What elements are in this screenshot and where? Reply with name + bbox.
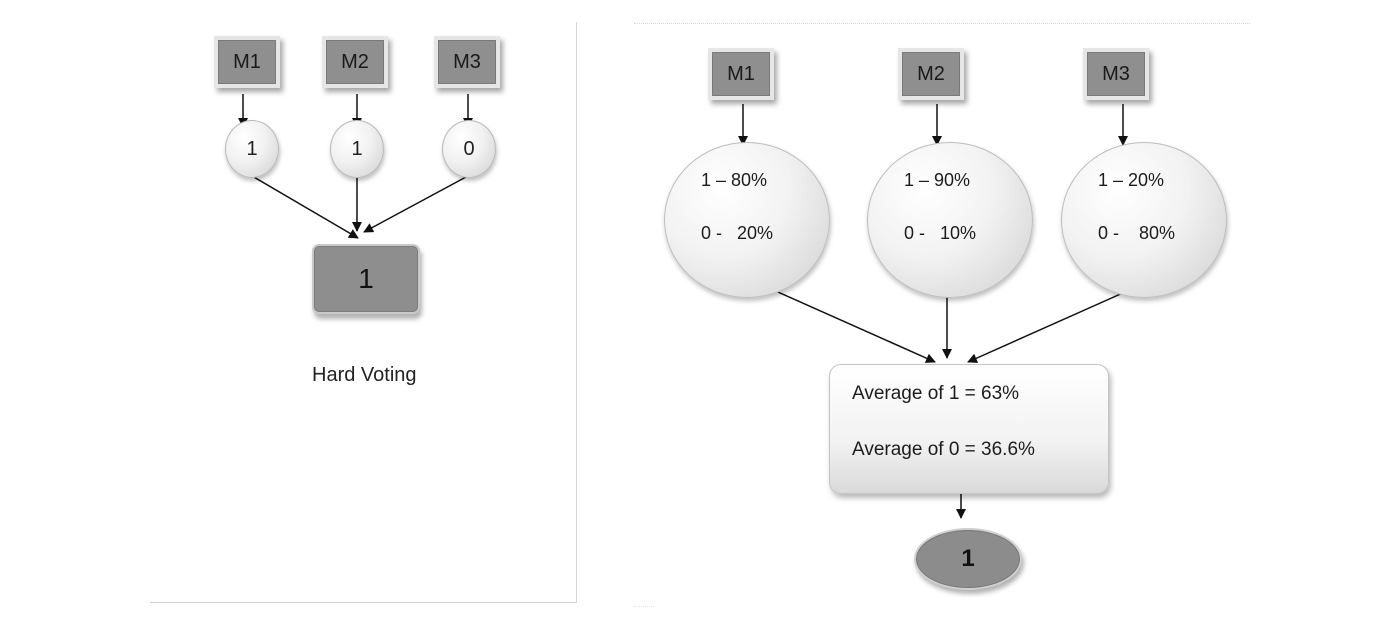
hard-model-label: M3 — [453, 50, 481, 73]
right-panel-bottom-border — [634, 606, 654, 607]
hard-model-label: M2 — [341, 50, 369, 73]
left-panel-right-border — [576, 22, 577, 603]
right-panel-top-border — [634, 23, 1250, 24]
hard-vote-value: 1 — [351, 137, 363, 160]
hard-model-box-m2: M2 — [322, 36, 388, 88]
class0-probability: 0 - 80% — [1098, 223, 1176, 243]
average-class1: Average of 1 = 63% — [852, 383, 1020, 404]
soft-model-label: M3 — [1102, 62, 1130, 85]
hard-vote-circle-m2: 1 — [330, 120, 384, 178]
soft-model-box-m3: M3 — [1083, 48, 1149, 100]
average-class0: Average of 0 = 36.6% — [852, 439, 1035, 460]
hard-voting-result-value: 1 — [358, 263, 374, 294]
class1-probability: 1 – 20% — [1098, 170, 1165, 190]
soft-model-box-m2: M2 — [898, 48, 964, 100]
soft-model-label: M1 — [727, 62, 755, 85]
arrow-soft-e1-average — [759, 283, 936, 363]
soft-probability-ellipse-m2: 1 – 90% 0 - 10% — [867, 142, 1033, 298]
class0-probability: 0 - 10% — [904, 223, 977, 243]
hard-model-label: M1 — [233, 50, 261, 73]
hard-model-box-m1: M1 — [214, 36, 280, 88]
arrow-hard-vote1-result — [251, 175, 359, 239]
class1-probability: 1 – 90% — [904, 170, 971, 190]
soft-probability-ellipse-m3: 1 – 20% 0 - 80% — [1061, 142, 1227, 298]
hard-vote-circle-m1: 1 — [225, 120, 279, 178]
soft-probability-ellipse-m1: 1 – 80% 0 - 20% — [664, 142, 830, 298]
class1-probability: 1 – 80% — [701, 170, 768, 190]
arrow-hard-vote3-result — [363, 176, 467, 233]
soft-model-box-m1: M1 — [708, 48, 774, 100]
hard-voting-caption: Hard Voting — [312, 364, 417, 386]
arrow-soft-e3-average — [967, 283, 1144, 363]
hard-model-box-m3: M3 — [434, 36, 500, 88]
left-panel-bottom-border — [150, 602, 577, 603]
soft-voting-result-ellipse: 1 — [914, 528, 1022, 590]
soft-average-box: Average of 1 = 63% Average of 0 = 36.6% — [829, 364, 1109, 494]
hard-vote-value: 1 — [246, 137, 258, 160]
soft-model-label: M2 — [917, 62, 945, 85]
hard-voting-result-box: 1 — [312, 244, 420, 314]
hard-vote-value: 0 — [463, 137, 475, 160]
class0-probability: 0 - 20% — [701, 223, 774, 243]
hard-vote-circle-m3: 0 — [442, 120, 496, 178]
soft-voting-result-value: 1 — [961, 545, 975, 572]
